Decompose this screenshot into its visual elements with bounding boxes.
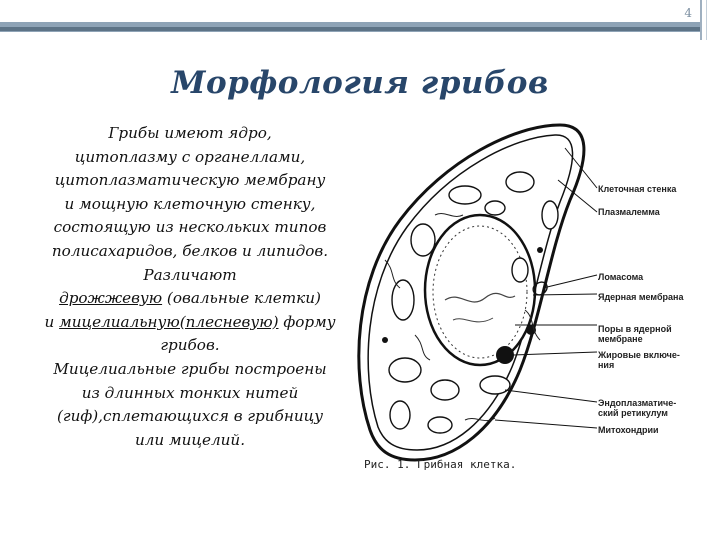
mitochondrion: [505, 171, 535, 193]
mitochondrion: [511, 257, 529, 283]
body-line: грибов.: [160, 336, 220, 355]
mitochondrion: [391, 279, 415, 321]
body-line: и мощную клеточную стенку,: [64, 194, 316, 213]
label-plasmalemma: Плазмалемма: [598, 207, 660, 217]
nucleus: [423, 213, 537, 367]
lipid-body: [382, 337, 388, 343]
mitochondrion: [388, 357, 422, 383]
label-lipid-2: ния: [598, 360, 615, 370]
label-mitochondria: Митохондрии: [598, 425, 659, 435]
figure-caption: Рис. 1. Грибная клетка.: [364, 458, 517, 471]
label-lipid: Жировые включе-: [598, 350, 680, 360]
body-line: состоящую из нескольких типов: [53, 218, 327, 237]
body-line: дрожжевую (овальные клетки): [10, 287, 370, 311]
body-line: полисахаридов, белков и липидов.: [51, 241, 329, 260]
leader-line: [532, 293, 598, 296]
er-segment: [384, 259, 401, 289]
label-lomasome: Ломасома: [598, 272, 644, 282]
mitochondrion: [389, 400, 411, 430]
lipid-body: [496, 346, 514, 364]
yeast-note: (овальные клетки): [166, 289, 321, 308]
er-segment: [434, 213, 464, 217]
leader-line: [542, 274, 598, 289]
body-line: цитоплазматическую мембрану: [54, 171, 326, 190]
mitochondrion: [410, 223, 436, 257]
nucleolus-strand: [444, 292, 516, 303]
body-line: Различают: [143, 265, 237, 284]
body-line: или мицелий.: [134, 430, 246, 449]
conjunction: и: [44, 312, 55, 331]
leader-line: [494, 419, 598, 429]
plasmalemma-outline: [367, 134, 574, 451]
body-line: и мицелиальную(плесневую) форму: [10, 311, 370, 335]
cell-wall-outline: [357, 123, 586, 462]
mitochondrion: [541, 200, 559, 230]
lomasome: [532, 281, 548, 296]
page-number: 4: [684, 6, 692, 20]
leader-line: [557, 179, 598, 213]
slide-title: Морфология грибов: [171, 65, 549, 101]
mitochondrion: [427, 416, 453, 434]
fungal-cell-diagram: [357, 123, 598, 462]
leader-line: [564, 147, 598, 189]
er-segment: [464, 417, 496, 422]
yeast-form-term: дрожжевую: [59, 289, 163, 308]
label-nuclear-membrane: Ядерная мембрана: [598, 292, 684, 302]
nucleolus-strand: [452, 317, 494, 323]
leader-line: [504, 389, 598, 403]
mycelial-form-term: мицелиальную(плесневую): [59, 312, 279, 331]
label-er-2: ский ретикулум: [598, 408, 668, 418]
mitochondrion: [448, 185, 482, 205]
lipid-body: [537, 247, 543, 253]
header-band-shadow: [0, 27, 700, 31]
body-text: Грибы имеют ядро, цитоплазму с органелла…: [10, 122, 370, 452]
er-segment: [524, 309, 541, 341]
body-line: Мицелиальные грибы построены: [53, 359, 327, 378]
label-cell-wall: Клеточная стенка: [598, 184, 677, 194]
er-segment: [414, 334, 431, 361]
header-rule-thin: [706, 0, 707, 40]
leader-line: [512, 351, 598, 356]
mitochondrion: [479, 375, 511, 395]
label-er: Эндоплазматиче-: [598, 398, 677, 408]
nucleus-inner: [432, 225, 528, 359]
label-nuclear-pores-2: мембране: [598, 334, 643, 344]
body-line: (гиф),сплетающихся в грибницу: [56, 407, 324, 426]
body-line: из длинных тонких нитей: [81, 383, 299, 402]
mitochondrion: [430, 379, 460, 401]
body-line: Грибы имеют ядро,: [108, 124, 272, 142]
mitochondrion: [484, 200, 506, 216]
label-nuclear-pores: Поры в ядерной: [598, 324, 672, 334]
header-rule: [700, 0, 702, 40]
body-line: цитоплазму с органеллами,: [74, 147, 306, 166]
form-word: форму: [283, 312, 336, 331]
